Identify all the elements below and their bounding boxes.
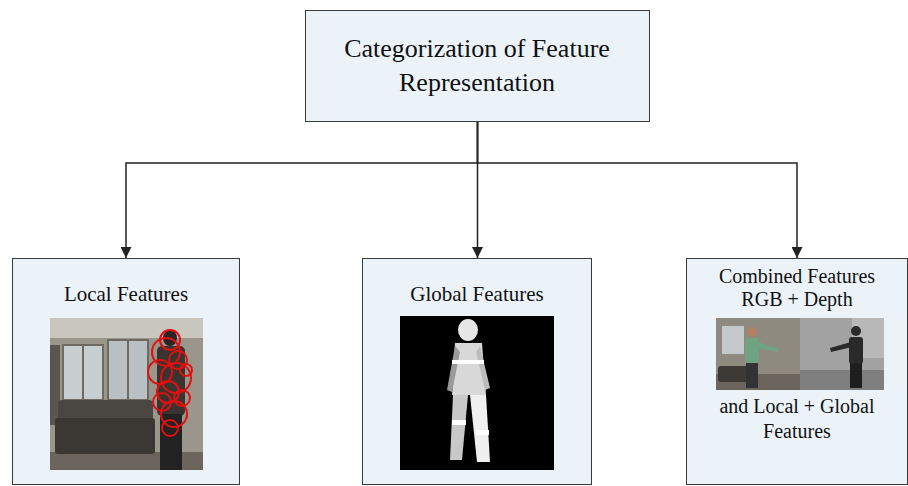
interest-point [162, 420, 178, 436]
depth-frame [800, 318, 884, 390]
box-heading: Local Features [21, 281, 231, 307]
arrow-connector [478, 122, 798, 258]
category-box: Combined Features RGB + Depth and Local +… [686, 258, 908, 485]
depth-person-head [851, 326, 861, 336]
rgb-person-shirt [745, 338, 759, 364]
photo-ceiling [50, 318, 203, 338]
depth-ground [800, 318, 884, 390]
box-fills [12, 10, 908, 485]
silhouette-ground [400, 316, 554, 470]
root-box: Categorization of Feature Representation [305, 10, 650, 122]
box-body: and Local + Global Features [702, 394, 892, 444]
rgb-window [722, 326, 744, 354]
rgb-frame [716, 318, 800, 390]
photo-window [108, 340, 148, 400]
local-feature-photo [50, 318, 203, 470]
silhouette-head [458, 319, 478, 341]
silhouette-arm [447, 346, 460, 392]
silhouette-highlight [452, 420, 466, 425]
box-heading: Categorization of Feature Representation [317, 32, 637, 100]
connectors [126, 122, 797, 258]
photo-person-legs [160, 414, 182, 470]
interest-point [160, 330, 180, 350]
rgb-person-head [747, 327, 757, 337]
category-box: Global Features [362, 258, 592, 485]
silhouette-leg [470, 395, 490, 462]
photo-window [63, 345, 103, 400]
box-fill [305, 10, 650, 122]
photo-window-frame [82, 345, 84, 400]
box-fill [362, 258, 592, 485]
silhouette-highlight [476, 430, 489, 435]
photo-sofa [55, 418, 155, 454]
depth-person-body [849, 337, 863, 364]
rgb-person-legs [746, 363, 758, 388]
depth-person-legs [850, 363, 862, 388]
box-fill [12, 258, 240, 485]
global-feature-silhouette [400, 316, 554, 470]
photo-window-frame [127, 340, 129, 400]
silhouette-arm [476, 346, 490, 390]
box-heading: Global Features [372, 281, 582, 307]
rgb-person-arm [756, 342, 778, 352]
depth-person-arm [830, 342, 852, 352]
rgb-wall [716, 318, 800, 390]
interest-point-circles [148, 330, 192, 436]
photo-wall [50, 318, 203, 470]
silhouette-leg [450, 395, 468, 460]
arrow-connector [126, 122, 478, 258]
silhouette-highlight [452, 360, 484, 364]
category-box: Local Features [12, 258, 240, 485]
box-fill [686, 258, 908, 485]
box-heading: Combined Features RGB + Depth [699, 265, 895, 311]
depth-floor [800, 370, 884, 390]
interest-point [180, 364, 192, 376]
interest-point [161, 363, 191, 393]
